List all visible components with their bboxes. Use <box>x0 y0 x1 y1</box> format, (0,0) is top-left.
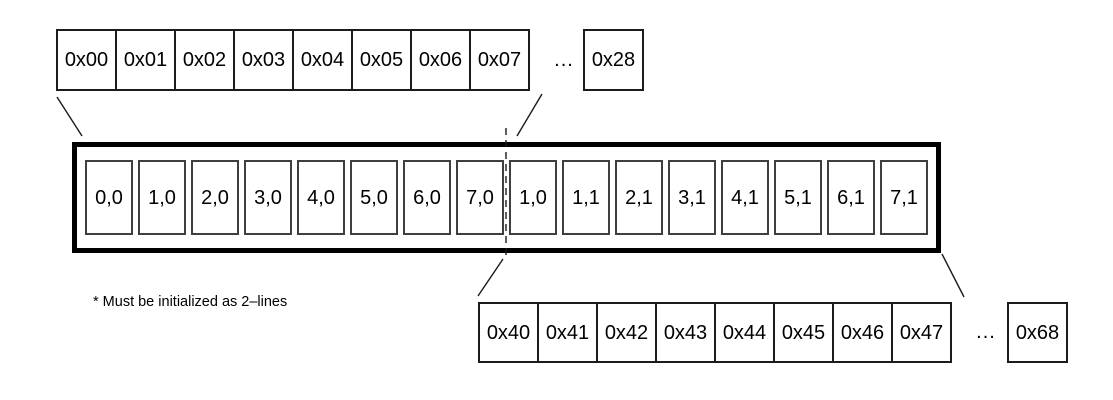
address-cell: 0x06 <box>410 29 471 91</box>
address-cell: 0x40 <box>478 302 539 363</box>
address-cell: 0x04 <box>292 29 353 91</box>
ellipsis-top: ... <box>554 48 574 71</box>
address-cell: 0x03 <box>233 29 294 91</box>
address-cell: 0x45 <box>773 302 834 363</box>
address-cell: 0x07 <box>469 29 530 91</box>
address-cell: 0x41 <box>537 302 598 363</box>
buffer-cell: 7,0 <box>456 160 504 235</box>
connector-bottom-right-line <box>941 253 965 298</box>
address-cell-overflow-top: 0x28 <box>583 29 644 91</box>
buffer-cell: 5,1 <box>774 160 822 235</box>
ellipsis-bottom: ... <box>976 321 996 343</box>
address-cell-overflow-bottom: 0x68 <box>1007 302 1068 363</box>
address-row-bottom: 0x40 0x41 0x42 0x43 0x44 0x45 0x46 0x47 <box>478 302 952 363</box>
buffer-cell: 1,0 <box>509 160 557 235</box>
buffer-cell: 0,0 <box>85 160 133 235</box>
address-cell: 0x05 <box>351 29 412 91</box>
address-cell: 0x01 <box>115 29 176 91</box>
buffer-cell: 2,1 <box>615 160 663 235</box>
address-cell: 0x00 <box>56 29 117 91</box>
buffer-cell: 3,0 <box>244 160 292 235</box>
address-row-top: 0x00 0x01 0x02 0x03 0x04 0x05 0x06 0x07 <box>56 29 530 91</box>
buffer-box: 0,0 1,0 2,0 3,0 4,0 5,0 6,0 7,0 1,0 1,1 … <box>72 142 941 253</box>
buffer-cell: 3,1 <box>668 160 716 235</box>
address-cell: 0x02 <box>174 29 235 91</box>
address-cell: 0x42 <box>596 302 657 363</box>
buffer-cell: 5,0 <box>350 160 398 235</box>
address-cell: 0x44 <box>714 302 775 363</box>
address-cell: 0x43 <box>655 302 716 363</box>
address-cell: 0x46 <box>832 302 893 363</box>
buffer-cell: 1,1 <box>562 160 610 235</box>
buffer-cell: 6,0 <box>403 160 451 235</box>
address-cell: 0x47 <box>891 302 952 363</box>
buffer-cell: 2,0 <box>191 160 239 235</box>
buffer-cell: 1,0 <box>138 160 186 235</box>
connector-bottom-left-line <box>477 258 504 297</box>
connector-top-right-line <box>516 93 543 137</box>
note-text: * Must be initialized as 2–lines <box>93 294 288 310</box>
buffer-cell: 7,1 <box>880 160 928 235</box>
buffer-cell: 4,0 <box>297 160 345 235</box>
connector-top-left-line <box>56 96 83 137</box>
buffer-cell: 4,1 <box>721 160 769 235</box>
buffer-cell: 6,1 <box>827 160 875 235</box>
